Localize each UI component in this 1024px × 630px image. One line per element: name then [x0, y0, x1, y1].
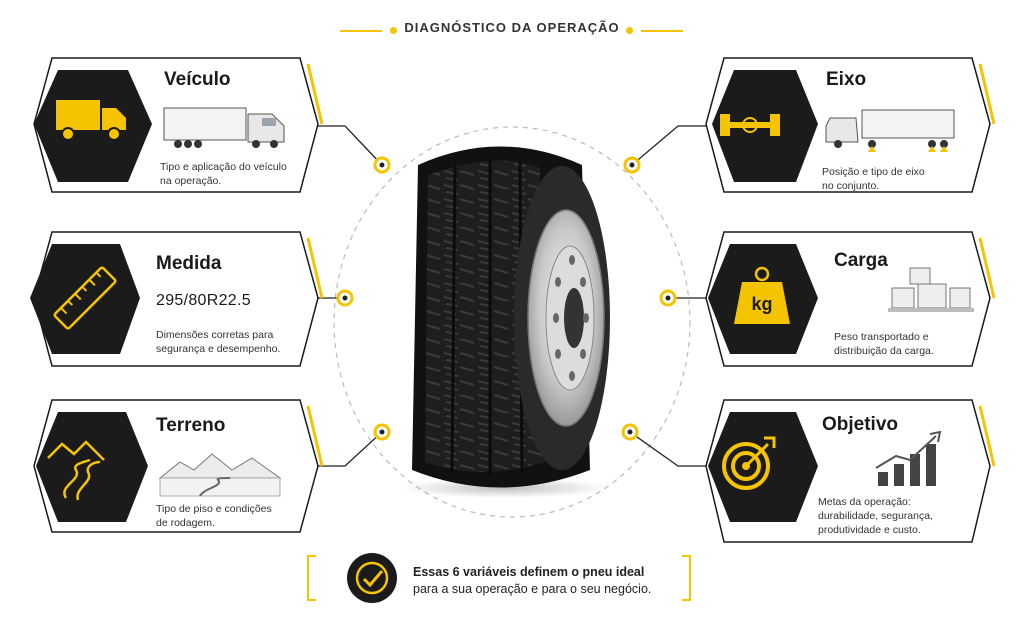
connector-nodes [336, 156, 677, 441]
card-carga-title: Carga [834, 250, 888, 271]
header-line-right [641, 30, 683, 32]
card-objetivo-desc-1: Metas da operação: [818, 496, 911, 508]
weight-icon-label: kg [751, 294, 772, 314]
orbit-ring [333, 126, 691, 518]
ruler-icon [53, 266, 117, 330]
header-line-left [340, 30, 382, 32]
road-icon [47, 440, 105, 501]
card-medida-title: Medida [156, 253, 222, 274]
boxes-illustration [888, 267, 974, 312]
card-carga-desc-2: distribuição da carga. [834, 345, 934, 357]
axle-truck-illustration [825, 109, 955, 152]
card-medida-desc-1: Dimensões corretas para [156, 329, 274, 341]
card-objetivo [705, 399, 996, 543]
header-dot-left [390, 27, 397, 34]
tire-illustration [400, 146, 610, 498]
card-objetivo-title: Objetivo [822, 414, 899, 435]
header-dot-right [626, 27, 633, 34]
card-objetivo-desc-3: produtividade e custo. [818, 524, 921, 536]
page-title: DIAGNÓSTICO DA OPERAÇÃO [404, 20, 620, 35]
truck-icon [56, 100, 126, 141]
card-eixo-desc-2: no conjunto. [822, 180, 880, 192]
truck-illustration [163, 107, 285, 148]
axle-icon [720, 114, 780, 136]
card-objetivo-desc-2: durabilidade, segurança, [818, 510, 933, 522]
card-terreno-title: Terreno [156, 415, 226, 436]
card-terreno-desc-2: de rodagem. [156, 517, 215, 529]
card-veiculo-title: Veículo [164, 69, 231, 90]
card-eixo-title: Eixo [826, 69, 867, 90]
card-carga-desc-1: Peso transportado e [834, 331, 929, 343]
card-medida-value: 295/80R22.5 [156, 292, 251, 309]
card-terreno-desc-1: Tipo de piso e condições [156, 503, 272, 515]
card-eixo-desc-1: Posição e tipo de eixo [822, 166, 925, 178]
weight-icon [734, 266, 790, 324]
card-veiculo-desc-2: na operação. [160, 175, 222, 187]
card-medida-desc-2: segurança e desempenho. [156, 343, 281, 355]
card-medida [30, 231, 324, 367]
target-icon [722, 436, 776, 490]
check-circle-icon [347, 553, 397, 603]
growth-chart-illustration [875, 430, 942, 486]
landscape-illustration [158, 453, 282, 497]
footer-message: Essas 6 variáveis definem o pneu ideal p… [413, 564, 651, 598]
footer-brackets [307, 555, 691, 601]
card-veiculo-desc-1: Tipo e aplicação do veículo [160, 161, 287, 173]
footer-line-1: Essas 6 variáveis definem o pneu ideal [413, 565, 645, 579]
footer-line-2: para a sua operação e para o seu negócio… [413, 582, 652, 596]
